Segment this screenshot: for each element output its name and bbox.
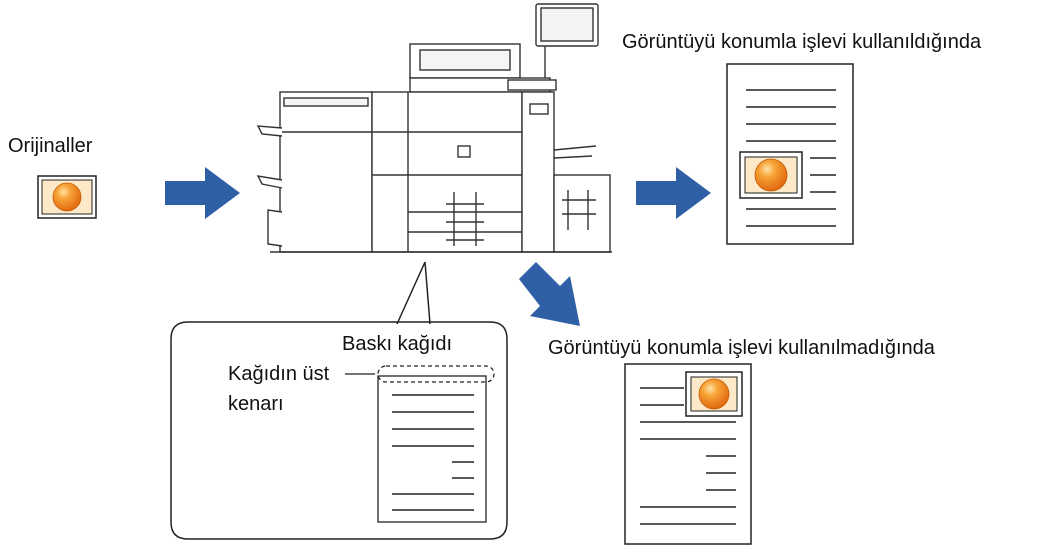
original-document-icon — [37, 175, 97, 219]
with-function-label: Görüntüyü konumla işlevi kullanıldığında — [622, 31, 982, 53]
result-with-function-document — [726, 63, 854, 245]
without-function-label: Görüntüyü konumla işlevi kullanılmadığın… — [548, 337, 935, 359]
print-paper-label: Baskı kağıdı — [342, 333, 453, 355]
arrow-to-machine-icon — [165, 167, 240, 219]
paper-top-edge-label-line2: kenarı — [228, 393, 284, 415]
paper-top-edge-label-line1: Kağıdın üst — [228, 363, 330, 385]
print-paper-callout — [170, 321, 508, 540]
arrow-to-result-with-function-icon — [636, 167, 711, 219]
arrow-to-result-without-function-icon — [519, 262, 580, 326]
originals-label: Orijinaller — [8, 135, 93, 157]
result-without-function-document — [624, 363, 752, 545]
printer-machine-icon — [256, 3, 612, 253]
callout-pointer — [396, 261, 431, 325]
